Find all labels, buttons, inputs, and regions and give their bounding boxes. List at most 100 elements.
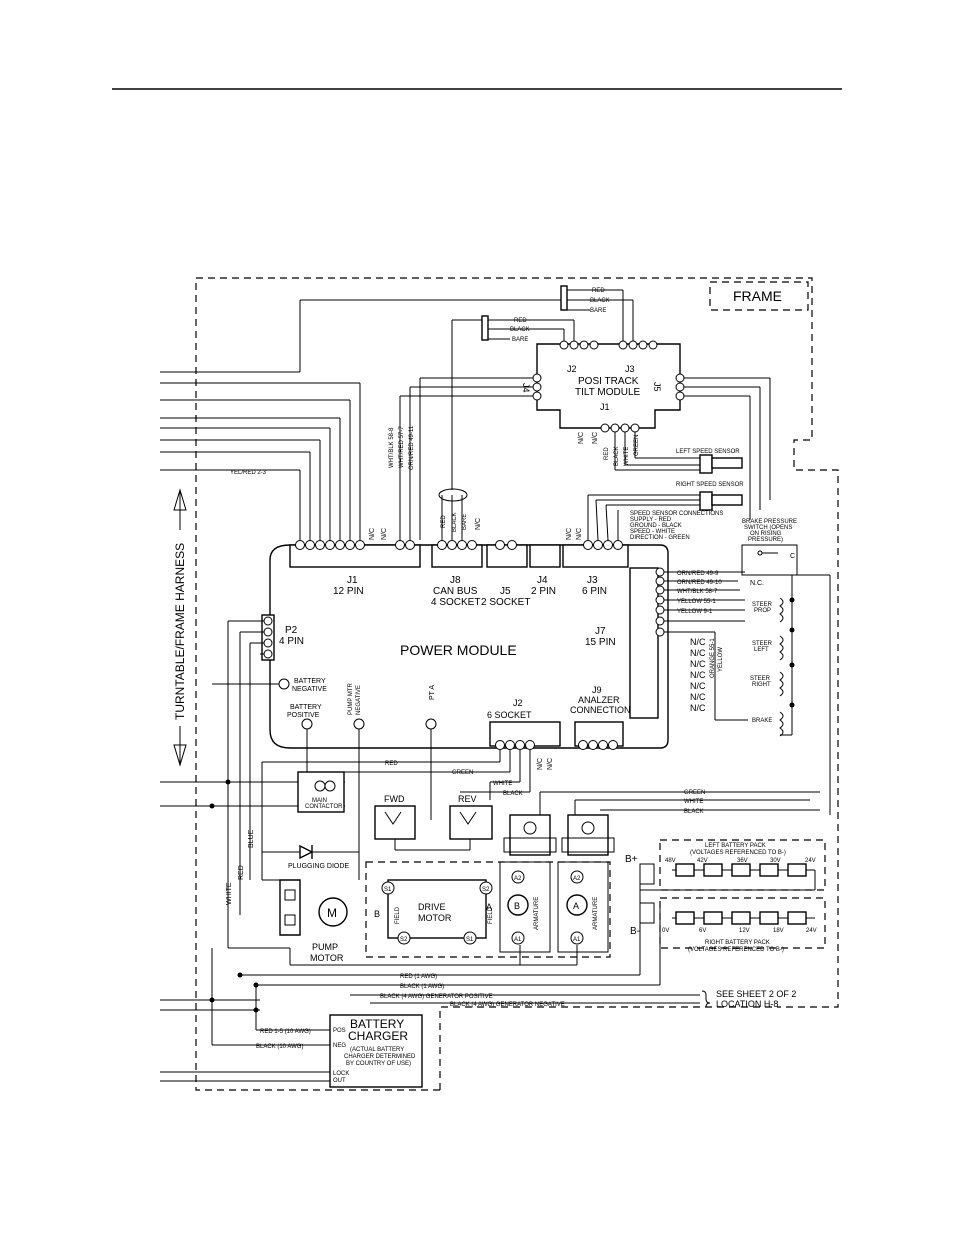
armature-contactor-a <box>561 814 615 856</box>
power-j2: J2 6 SOCKET N/C N/C <box>487 698 561 770</box>
svg-text:A: A <box>573 901 579 911</box>
svg-text:ORN/RED 49-10: ORN/RED 49-10 <box>677 580 722 586</box>
rev-contactor: REV <box>449 794 493 850</box>
svg-text:TILT MODULE: TILT MODULE <box>575 387 641 398</box>
svg-text:ANALZER: ANALZER <box>578 695 620 705</box>
harness-label: TURNTABLE/FRAME HARNESS <box>173 488 187 767</box>
svg-text:J1: J1 <box>600 402 610 412</box>
plugging-diode: PLUGGING DIODE <box>262 844 359 870</box>
svg-text:NEG: NEG <box>333 1043 346 1049</box>
svg-text:BLACK: BLACK <box>503 791 523 797</box>
svg-text:LOCATION H-8: LOCATION H-8 <box>716 999 778 1009</box>
power-j1: J1 12 PIN N/C N/C <box>289 528 421 597</box>
svg-text:WHITE: WHITE <box>684 799 703 805</box>
junction-dots <box>209 597 795 1013</box>
svg-text:BARE: BARE <box>590 308 606 314</box>
power-j7: J7 15 PIN <box>585 567 665 719</box>
svg-text:BLACK: BLACK <box>590 298 610 304</box>
power-j3: J3 6 PIN N/C N/C <box>562 495 629 597</box>
svg-text:POS: POS <box>333 1028 346 1034</box>
svg-text:M: M <box>327 906 337 920</box>
harness-lines <box>160 299 562 1082</box>
svg-text:RED: RED <box>441 515 447 528</box>
svg-text:N.C.: N.C. <box>750 580 764 587</box>
svg-text:36V: 36V <box>737 858 748 864</box>
svg-text:2 SOCKET: 2 SOCKET <box>481 597 530 608</box>
svg-text:REV: REV <box>458 794 477 804</box>
tilt-module: POSI TRACK TILT MODULE J2 J3 J1 J4 J5 <box>521 343 681 429</box>
svg-text:N/C: N/C <box>690 648 706 658</box>
svg-text:ARMATURE: ARMATURE <box>593 897 599 930</box>
svg-text:TURNTABLE/FRAME HARNESS: TURNTABLE/FRAME HARNESS <box>173 543 187 720</box>
svg-text:BLACK (10 AWG): BLACK (10 AWG) <box>256 1044 303 1050</box>
svg-text:BLACK (4 AWG) GENERATOR POSITI: BLACK (4 AWG) GENERATOR POSITIVE <box>380 994 493 1000</box>
svg-text:RED: RED <box>604 447 610 460</box>
svg-text:BLACK (1 AWG): BLACK (1 AWG) <box>400 984 444 990</box>
svg-text:P2: P2 <box>285 625 298 636</box>
left-battery-pack: LEFT BATTERY PACK (VOLTAGES REFERENCED T… <box>659 839 826 891</box>
svg-text:(VOLTAGES REFERENCED TO B-): (VOLTAGES REFERENCED TO B-) <box>690 850 786 856</box>
svg-text:N/C: N/C <box>690 692 706 702</box>
svg-text:4 SOCKET: 4 SOCKET <box>431 597 480 608</box>
right-battery-pack: RIGHT BATTERY PACK (VOLTAGES REFERENCED … <box>659 897 826 953</box>
svg-text:J7: J7 <box>595 626 606 637</box>
svg-text:BY COUNTRY OF USE): BY COUNTRY OF USE) <box>346 1061 411 1067</box>
svg-text:POSI TRACK: POSI TRACK <box>578 376 639 387</box>
svg-text:SUPPLY - RED: SUPPLY - RED <box>630 517 672 523</box>
svg-text:WHT/RED 57-7: WHT/RED 57-7 <box>399 426 405 468</box>
svg-text:6V: 6V <box>699 928 706 934</box>
svg-text:S2: S2 <box>482 887 490 893</box>
svg-text:BRAKE: BRAKE <box>752 718 772 724</box>
steer-left-coil: STEER LEFT <box>752 635 784 661</box>
battery-charger: BATTERY CHARGER (ACTUAL BATTERY CHARGER … <box>329 1014 423 1088</box>
svg-text:48V: 48V <box>665 858 676 864</box>
power-module: POWER MODULE <box>269 544 669 749</box>
svg-text:S1: S1 <box>384 887 392 893</box>
svg-text:N/C: N/C <box>576 528 583 540</box>
svg-text:RED (1 AWG): RED (1 AWG) <box>400 974 437 980</box>
shield-cable-2: RED BLACK BARE <box>451 315 530 490</box>
j7-nc-list: N/C N/C N/C N/C N/C N/C N/C <box>690 637 706 713</box>
svg-text:RED: RED <box>592 288 605 294</box>
svg-text:GROUND - BLACK: GROUND - BLACK <box>630 523 682 529</box>
svg-text:POSITIVE: POSITIVE <box>287 712 320 719</box>
svg-text:MAIN: MAIN <box>312 798 327 804</box>
main-contactor: MAIN CONTACTOR <box>297 771 345 813</box>
svg-text:RED 1-5 (10 AWG): RED 1-5 (10 AWG) <box>260 1029 311 1035</box>
svg-text:A: A <box>486 902 492 912</box>
svg-text:J8: J8 <box>450 575 461 586</box>
svg-text:N/C: N/C <box>475 518 482 530</box>
svg-text:A1: A1 <box>573 937 581 943</box>
svg-text:J5: J5 <box>652 382 662 392</box>
svg-text:SPEED SENSOR CONNECTIONS: SPEED SENSOR CONNECTIONS <box>630 511 723 517</box>
svg-text:FWD: FWD <box>384 794 405 804</box>
svg-text:STEER: STEER <box>750 676 771 682</box>
svg-text:RIGHT: RIGHT <box>752 682 771 688</box>
svg-text:24V: 24V <box>806 928 817 934</box>
tilt-j2-pins <box>532 340 685 433</box>
svg-text:BATTERY: BATTERY <box>350 1017 404 1031</box>
svg-text:LEFT BATTERY PACK: LEFT BATTERY PACK <box>705 843 766 849</box>
svg-text:J4: J4 <box>537 575 548 586</box>
svg-text:GREEN: GREEN <box>634 435 640 456</box>
svg-text:N/C: N/C <box>381 528 388 540</box>
svg-text:OUT: OUT <box>333 1078 346 1084</box>
svg-text:ORN/RED 49-9: ORN/RED 49-9 <box>677 571 719 577</box>
svg-text:J2: J2 <box>567 364 577 374</box>
svg-text:(ACTUAL BATTERY: (ACTUAL BATTERY <box>350 1047 404 1053</box>
shield-cable-1: RED BLACK BARE <box>560 285 610 314</box>
steer-right-coil: STEER RIGHT <box>750 671 784 697</box>
svg-text:FIELD: FIELD <box>488 906 494 924</box>
bottom-cables <box>211 880 700 1046</box>
svg-text:YELLOW: YELLOW <box>718 647 724 672</box>
svg-text:BLACK: BLACK <box>510 327 530 333</box>
svg-text:SPEED - WHITE: SPEED - WHITE <box>630 529 675 535</box>
svg-text:30V: 30V <box>770 858 781 864</box>
svg-text:J9: J9 <box>592 685 602 695</box>
svg-text:18V: 18V <box>773 928 784 934</box>
svg-text:B+: B+ <box>625 854 638 865</box>
brake-coil: BRAKE <box>752 711 784 737</box>
svg-text:CONNECTION: CONNECTION <box>570 705 631 715</box>
svg-text:PUMP MTR: PUMP MTR <box>348 682 354 715</box>
right-speed-sensor: RIGHT SPEED SENSOR <box>588 482 744 511</box>
